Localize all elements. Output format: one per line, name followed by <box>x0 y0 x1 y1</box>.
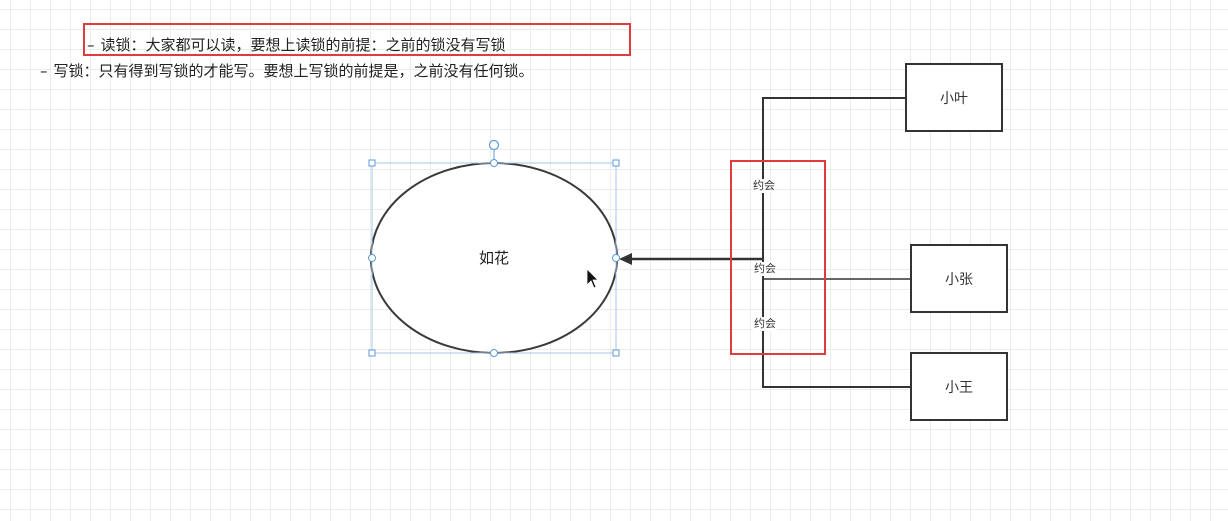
rotate-handle-icon[interactable] <box>488 139 500 151</box>
read-lock-text: 读锁：大家都可以读，要想上读锁的前提：之前的锁没有写锁 <box>100 36 506 54</box>
node-xiaoye[interactable]: 小叶 <box>905 63 1003 132</box>
node-xiaowang-label: 小王 <box>945 379 973 396</box>
bullet-dash: – <box>40 62 48 80</box>
edge-xiaoye[interactable] <box>762 97 905 259</box>
highlight-box-read-lock <box>83 23 631 56</box>
connection-point-left[interactable] <box>368 254 376 262</box>
node-xiaozhang-label: 小张 <box>945 271 973 288</box>
arrowhead-icon <box>619 253 632 265</box>
write-lock-note: –写锁：只有得到写锁的才能写。要想上写锁的前提是，之前没有任何锁。 <box>40 61 534 81</box>
node-xiaoye-label: 小叶 <box>940 90 968 107</box>
connection-point-top[interactable] <box>490 159 498 167</box>
connection-point-right[interactable] <box>612 254 620 262</box>
edge-xiaowang[interactable] <box>762 259 910 388</box>
node-ruhua-label: 如花 <box>478 249 509 267</box>
resize-handle-sw[interactable] <box>368 349 376 357</box>
edge-label-date-2: 约会 <box>753 262 777 276</box>
resize-handle-ne[interactable] <box>612 159 620 167</box>
connection-point-bottom[interactable] <box>490 349 498 357</box>
write-lock-text: 写锁：只有得到写锁的才能写。要想上写锁的前提是，之前没有任何锁。 <box>53 62 534 80</box>
resize-handle-se[interactable] <box>612 349 620 357</box>
resize-handle-nw[interactable] <box>368 159 376 167</box>
bullet-dash: – <box>87 36 95 54</box>
edge-label-date-1: 约会 <box>752 179 776 193</box>
read-lock-note: –读锁：大家都可以读，要想上读锁的前提：之前的锁没有写锁 <box>87 35 506 55</box>
node-xiaozhang[interactable]: 小张 <box>910 244 1008 313</box>
edge-label-date-3: 约会 <box>753 317 777 331</box>
mouse-cursor-icon <box>586 268 599 289</box>
highlight-box-edge-labels <box>730 160 826 355</box>
node-xiaowang[interactable]: 小王 <box>910 352 1008 421</box>
